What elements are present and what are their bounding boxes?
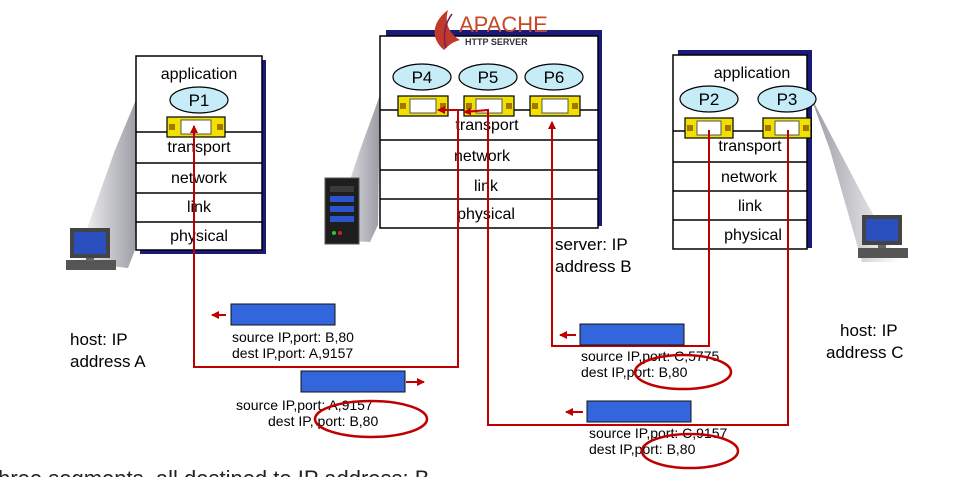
apache-logo: APACHE HTTP SERVER xyxy=(434,10,548,50)
path-c3-p5 xyxy=(463,107,789,426)
layer-network: network xyxy=(171,170,228,187)
host-c-label-line1: host: IP xyxy=(840,321,898,340)
socket-icon xyxy=(684,117,734,139)
segment-2: source IP,port: A,9157 dest IP, port: B,… xyxy=(236,370,429,439)
process-p1-label: P1 xyxy=(189,91,210,110)
segment-header-bar xyxy=(586,400,692,423)
process-p5 xyxy=(458,63,518,91)
layer-application: application xyxy=(714,65,791,82)
dest-highlight-oval xyxy=(633,353,733,391)
host-a-label-line2: address A xyxy=(70,352,146,371)
computer-icon xyxy=(858,215,908,258)
layer-physical: physical xyxy=(724,227,782,244)
segment-paths xyxy=(190,106,789,426)
layer-network: network xyxy=(454,148,511,165)
host-a: application transport network link physi… xyxy=(66,55,266,371)
process-p4-label: P4 xyxy=(412,68,433,87)
segment-1: source IP,port: B,80 dest IP,port: A,915… xyxy=(211,303,354,361)
socket-icon xyxy=(529,95,581,117)
layer-transport: transport xyxy=(167,139,231,156)
server-label-line1: server: IP xyxy=(555,235,628,254)
segment-2-line2: dest IP, port: B,80 xyxy=(268,413,378,429)
host-c: application transport network link physi… xyxy=(672,50,908,362)
path-a-p4 xyxy=(193,106,459,368)
layer-transport: transport xyxy=(718,138,782,155)
layer-link: link xyxy=(738,198,763,215)
apache-feather-icon xyxy=(434,10,460,50)
layer-link: link xyxy=(187,199,212,216)
server-tower-icon xyxy=(324,177,360,245)
caption: three segments, all destined to IP addre… xyxy=(0,466,436,477)
segment-header-bar xyxy=(300,370,406,393)
segment-4-line1: source IP,port: C,9157 xyxy=(589,425,727,441)
server-b: transport network link physical P4 P5 P6 xyxy=(324,10,632,276)
computer-icon xyxy=(66,228,116,270)
process-p2 xyxy=(679,85,739,113)
layer-physical: physical xyxy=(457,206,515,223)
dest-highlight-oval xyxy=(640,432,740,470)
apache-brand: APACHE xyxy=(459,12,548,37)
segment-header-bar xyxy=(230,303,336,326)
host-a-beam xyxy=(75,95,138,268)
socket-icon xyxy=(762,117,812,139)
layer-physical: physical xyxy=(170,228,228,245)
segment-1-line1: source IP,port: B,80 xyxy=(232,329,354,345)
segment-3-line1: source IP,port: C,5775 xyxy=(581,348,719,364)
path-c2-p6 xyxy=(548,121,710,347)
process-p3-label: P3 xyxy=(777,90,798,109)
dest-highlight-oval xyxy=(313,399,429,439)
segment-4: source IP,port: C,9157 dest IP,port: B,8… xyxy=(565,400,740,470)
segment-3: source IP,port: C,5775 dest IP,port: B,8… xyxy=(559,323,733,391)
socket-icon xyxy=(397,95,449,117)
segment-2-line1: source IP,port: A,9157 xyxy=(236,397,373,413)
process-p3 xyxy=(757,85,817,113)
process-p4 xyxy=(392,63,452,91)
host-a-label-line1: host: IP xyxy=(70,330,128,349)
host-c-label-line2: address C xyxy=(826,343,903,362)
host-c-beam xyxy=(810,95,900,262)
layer-network: network xyxy=(721,169,778,186)
process-p6 xyxy=(524,63,584,91)
server-label-line2: address B xyxy=(555,257,632,276)
process-p1 xyxy=(169,86,229,114)
segment-header-bar xyxy=(579,323,685,346)
apache-product: HTTP SERVER xyxy=(465,37,528,47)
layer-application: application xyxy=(161,66,238,83)
layer-link: link xyxy=(474,178,499,195)
socket-icon xyxy=(166,116,226,138)
process-p6-label: P6 xyxy=(544,68,565,87)
host-a-stack xyxy=(135,55,263,251)
process-p5-label: P5 xyxy=(478,68,499,87)
process-p2-label: P2 xyxy=(699,90,720,109)
segment-1-line2: dest IP,port: A,9157 xyxy=(232,345,353,361)
